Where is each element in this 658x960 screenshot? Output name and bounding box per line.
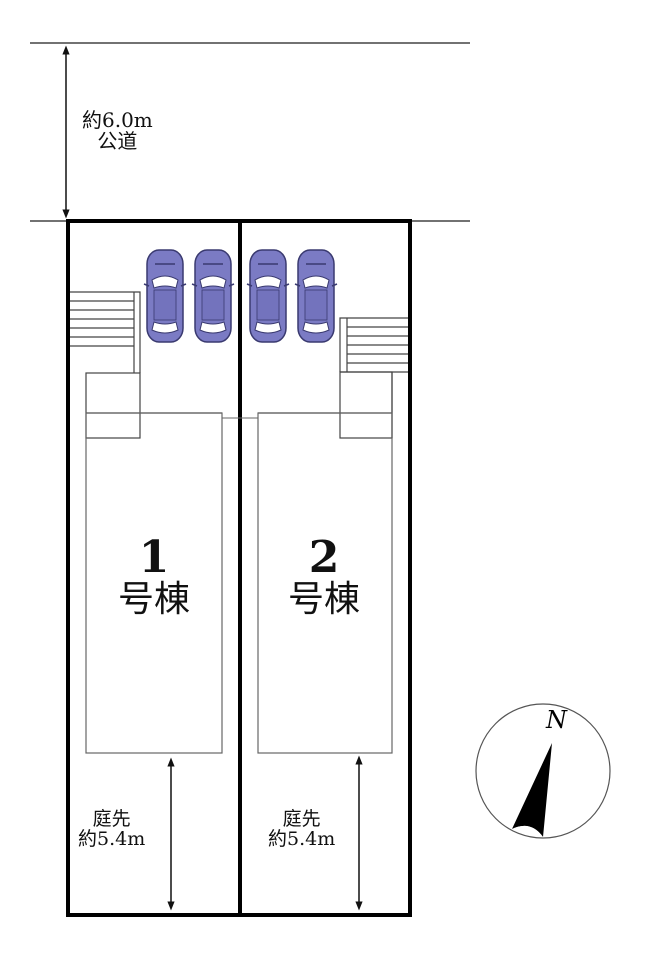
parking-lot-2 xyxy=(246,249,338,343)
north-compass-icon xyxy=(475,703,611,839)
building-1-suffix: 号棟 xyxy=(117,579,190,621)
lot-boundaries xyxy=(66,219,412,917)
yard-1-depth: 約5.4m xyxy=(78,827,146,850)
parking-lot-1 xyxy=(143,249,235,343)
building-2-suffix: 号棟 xyxy=(287,579,360,621)
road-label: 約6.0m 公道 xyxy=(82,110,153,152)
yard-2-label: 庭先 約5.4m xyxy=(268,808,336,850)
car-icon xyxy=(191,249,235,343)
lot-2-entrance xyxy=(258,371,393,439)
building-1-footprint xyxy=(85,412,223,754)
building-2-label: 2 号棟 xyxy=(266,532,382,621)
road-width: 約6.0m xyxy=(82,108,153,132)
yard-2-title: 庭先 xyxy=(282,808,321,830)
building-1-number: 1 xyxy=(138,532,170,583)
car-icon xyxy=(143,249,187,343)
yard-1-title: 庭先 xyxy=(92,808,131,830)
lot-1-entrance xyxy=(85,372,222,439)
car-icon xyxy=(246,249,290,343)
lot-2-stairs xyxy=(339,317,408,373)
building-2-footprint xyxy=(257,412,393,754)
building-1-label: 1 号棟 xyxy=(96,532,212,621)
building-2-number: 2 xyxy=(308,532,340,583)
road-type: 公道 xyxy=(97,129,138,153)
yard-1-label: 庭先 約5.4m xyxy=(78,808,146,850)
lot-1-stairs xyxy=(70,291,141,373)
yard-2-depth: 約5.4m xyxy=(268,827,336,850)
car-icon xyxy=(294,249,338,343)
compass-north-label: N xyxy=(546,706,567,734)
